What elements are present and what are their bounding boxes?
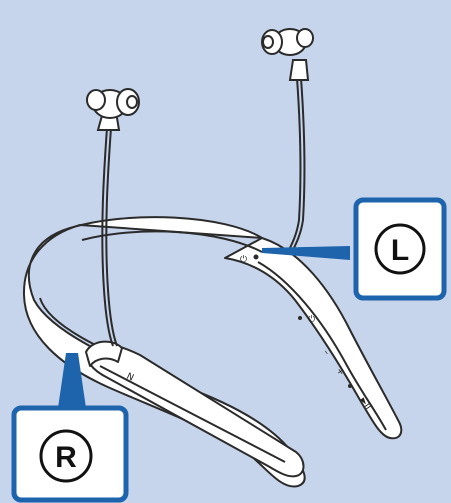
- power-button-icon: ⏻: [308, 314, 315, 325]
- volume-plus-icon: +: [334, 366, 347, 378]
- earbud-left: [262, 29, 313, 80]
- tactile-dot-indicator: [254, 255, 259, 260]
- callout-left-letter: L: [391, 234, 409, 267]
- earbud-right: [87, 89, 139, 130]
- indicator-dot: [298, 316, 302, 320]
- power-symbol-near-callout: ⏻: [240, 254, 247, 265]
- callout-right-letter: R: [55, 441, 77, 474]
- volume-minus-icon: –: [321, 348, 332, 358]
- cables: [102, 78, 304, 346]
- tactile-dot: [348, 384, 352, 388]
